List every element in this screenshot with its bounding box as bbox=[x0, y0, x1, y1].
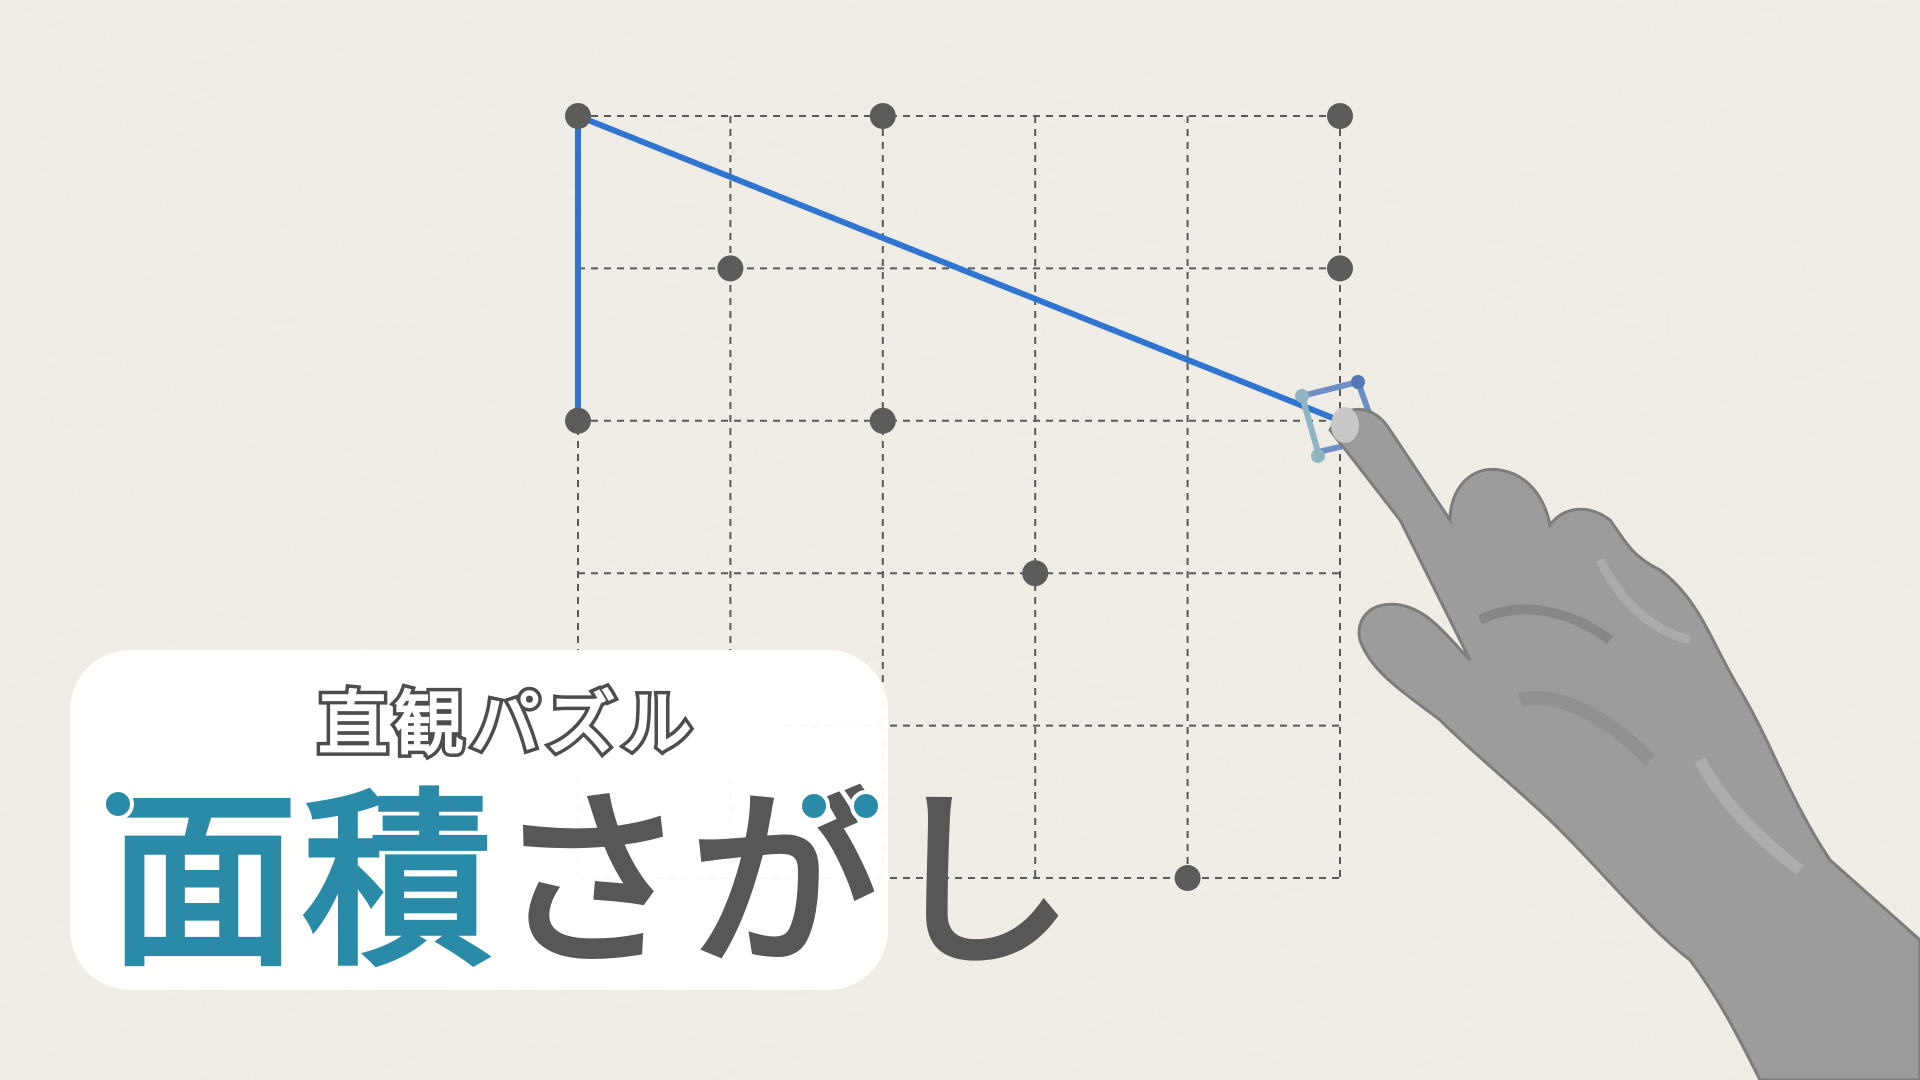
subtitle-text: 直観パズル bbox=[318, 683, 698, 765]
grid-dot[interactable] bbox=[1327, 103, 1353, 129]
logo-dot-2 bbox=[798, 790, 830, 822]
subtitle-plate bbox=[302, 652, 782, 772]
grid-dots bbox=[565, 103, 1353, 891]
grid-dot[interactable] bbox=[1327, 255, 1353, 282]
logo-dot-3 bbox=[850, 790, 882, 822]
main-title: 面積さがし bbox=[108, 772, 1078, 993]
grid-dot[interactable] bbox=[1022, 560, 1049, 587]
grid-dot[interactable] bbox=[717, 255, 744, 282]
grid-dot[interactable] bbox=[565, 103, 591, 129]
grid-dot[interactable] bbox=[565, 407, 591, 434]
grid-dot[interactable] bbox=[1174, 865, 1201, 891]
logo-dot-1 bbox=[102, 788, 134, 820]
grid-dot[interactable] bbox=[869, 103, 896, 129]
pointing-hand-icon bbox=[1328, 407, 1920, 1080]
main-title-part1: 面積 bbox=[108, 772, 496, 993]
main-title-part2: さがし bbox=[496, 772, 1078, 993]
grid-dot[interactable] bbox=[869, 407, 896, 434]
title-logo: 直観パズル 面積さがし bbox=[70, 650, 1078, 993]
